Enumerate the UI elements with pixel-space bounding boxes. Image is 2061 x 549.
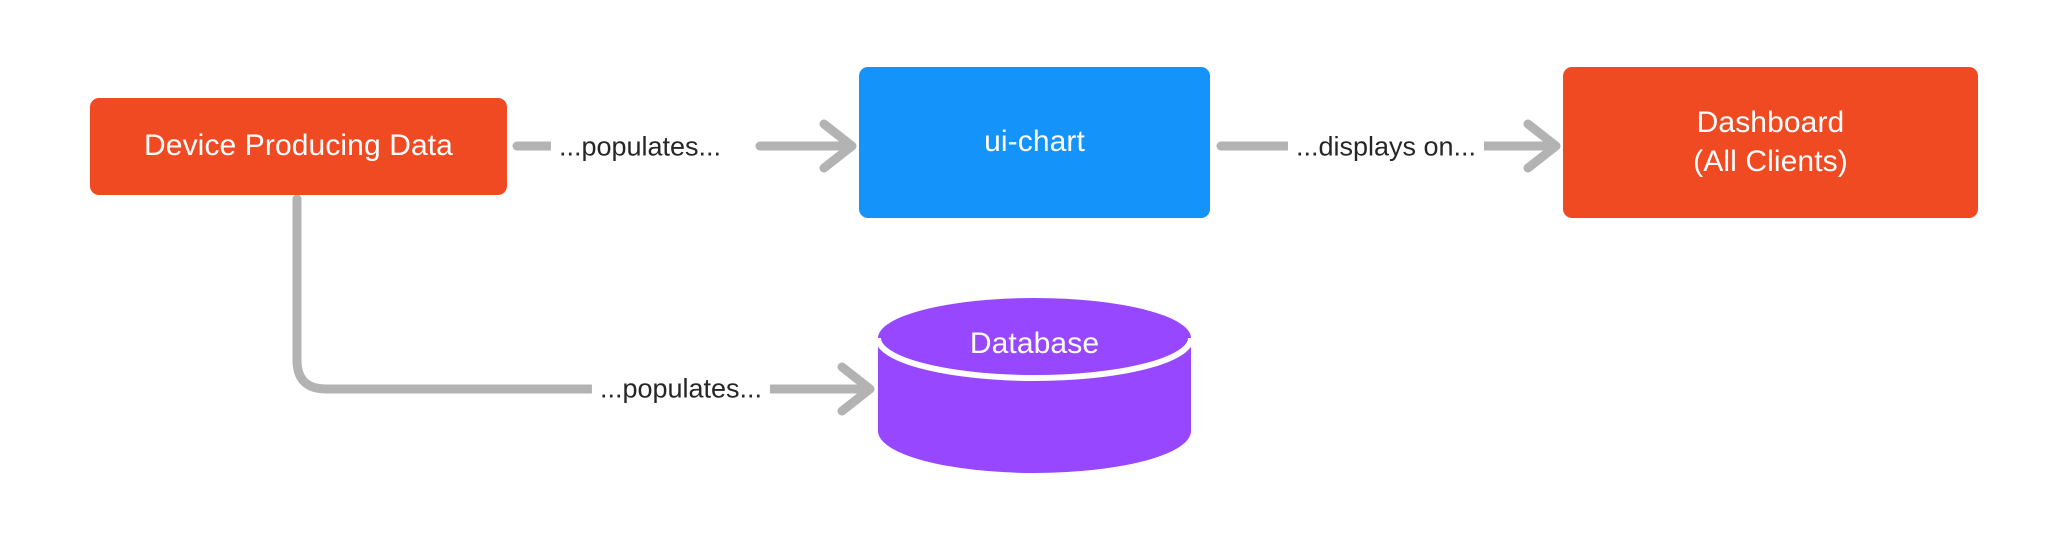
- edge-line-device-to-database: [292, 194, 596, 394]
- edge-device-to-database: [292, 194, 875, 416]
- node-dashboard-label: Dashboard (All Clients): [1693, 106, 1848, 178]
- edge-label-device-to-ui-chart: ...populates...: [550, 131, 730, 163]
- edge-label-ui-chart-to-dashboard: ...displays on...: [1287, 131, 1485, 163]
- node-device-producing-data[interactable]: Device Producing Data: [90, 98, 507, 195]
- node-database[interactable]: Database: [876, 296, 1193, 473]
- edge-label-device-to-database: ...populates...: [591, 373, 771, 405]
- node-device-producing-data-label: Device Producing Data: [144, 129, 453, 163]
- arrowhead-device-to-database: [837, 362, 875, 416]
- node-ui-chart-label: ui-chart: [984, 125, 1085, 159]
- arrowhead-device-to-ui-chart: [819, 119, 857, 173]
- node-ui-chart[interactable]: ui-chart: [859, 67, 1210, 218]
- node-dashboard[interactable]: Dashboard (All Clients): [1563, 67, 1978, 218]
- database-cylinder-icon: [876, 298, 1193, 473]
- arrowhead-ui-chart-to-dashboard: [1523, 119, 1561, 173]
